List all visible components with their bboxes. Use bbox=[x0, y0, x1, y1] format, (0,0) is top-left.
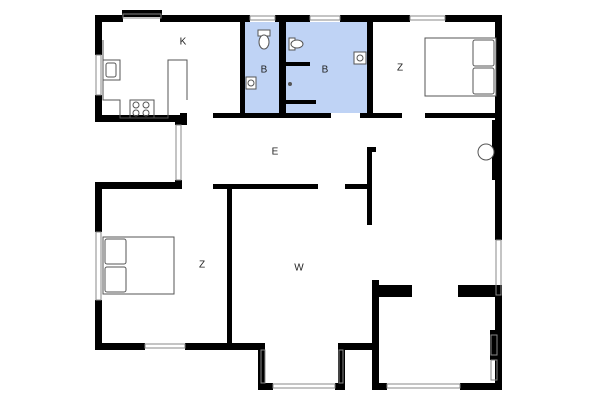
stove-icon bbox=[129, 99, 155, 119]
room-label-kitchen: K bbox=[180, 37, 187, 48]
double-bed-icon bbox=[102, 236, 175, 295]
room-label-hallway: E bbox=[272, 147, 279, 158]
room-label-bathroom-left: B bbox=[261, 65, 268, 76]
kitchen-counter bbox=[102, 40, 188, 119]
walls bbox=[95, 10, 502, 390]
room-label-bedroom-left: Z bbox=[199, 260, 205, 271]
double-bed-icon bbox=[424, 37, 497, 97]
radiator-icon bbox=[477, 143, 495, 161]
kitchen-sink-icon bbox=[102, 59, 121, 81]
bathroom-fixtures bbox=[245, 29, 367, 90]
room-label-bathroom-right: B bbox=[322, 65, 329, 76]
windows bbox=[95, 13, 502, 389]
bathroom-right-floor bbox=[284, 22, 370, 113]
room-label-living-room: W bbox=[294, 263, 304, 274]
room-label-bedroom-top: Z bbox=[397, 63, 403, 74]
